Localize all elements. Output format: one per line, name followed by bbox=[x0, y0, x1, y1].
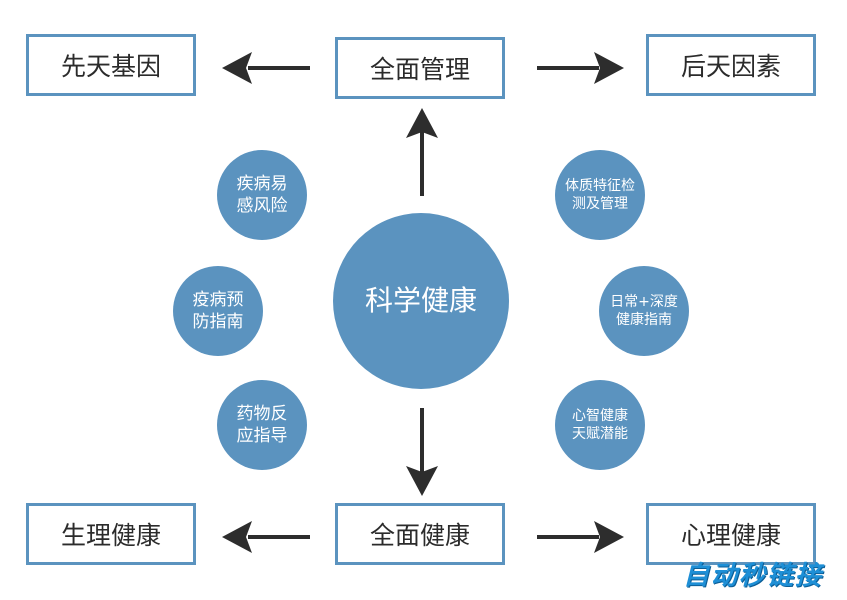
right-circle-1-line1: 体质特征检 bbox=[565, 177, 635, 194]
watermark: 自动秒链接 bbox=[682, 561, 823, 591]
box-bottom-right: 心理健康 bbox=[646, 503, 816, 565]
right-circle-2: 日常+深度 健康指南 bbox=[599, 266, 689, 356]
left-circle-2-line1: 疫病预 bbox=[192, 289, 244, 310]
right-circle-1: 体质特征检 测及管理 bbox=[555, 150, 645, 240]
box-top-right-label: 后天因素 bbox=[680, 52, 781, 81]
box-bottom-left: 生理健康 bbox=[26, 503, 196, 565]
right-circle-3-line2: 天赋潜能 bbox=[572, 426, 628, 442]
left-circle-3: 药物反 应指导 bbox=[217, 380, 307, 470]
arrow-down bbox=[406, 408, 438, 496]
box-top-left-label: 先天基因 bbox=[60, 52, 161, 81]
box-top-left: 先天基因 bbox=[26, 34, 196, 96]
box-top-middle-label: 全面管理 bbox=[369, 55, 470, 84]
left-circle-2: 疫病预 防指南 bbox=[173, 266, 263, 356]
box-top-right: 后天因素 bbox=[646, 34, 816, 96]
left-circle-1: 疾病易 感风险 bbox=[217, 150, 307, 240]
left-circle-1-line1: 疾病易 bbox=[236, 173, 288, 194]
left-circle-1-line2: 感风险 bbox=[236, 196, 288, 216]
arrow-top-right bbox=[537, 52, 624, 84]
right-circle-3-line1: 心智健康 bbox=[572, 407, 628, 424]
left-circle-3-line1: 药物反 bbox=[236, 403, 288, 424]
right-circle-3: 心智健康 天赋潜能 bbox=[555, 380, 645, 470]
box-top-middle: 全面管理 bbox=[335, 37, 505, 99]
box-bottom-right-label: 心理健康 bbox=[680, 521, 781, 550]
box-bottom-middle-label: 全面健康 bbox=[369, 521, 470, 550]
arrow-top-left bbox=[222, 52, 310, 84]
left-circle-2-line2: 防指南 bbox=[192, 312, 244, 332]
arrow-up bbox=[406, 108, 438, 196]
right-circle-2-line2: 健康指南 bbox=[615, 312, 672, 328]
center-circle: 科学健康 bbox=[333, 213, 509, 389]
left-circle-3-line2: 应指导 bbox=[236, 426, 288, 446]
box-bottom-middle: 全面健康 bbox=[335, 503, 505, 565]
box-bottom-left-label: 生理健康 bbox=[60, 521, 161, 550]
arrow-bottom-right bbox=[537, 521, 624, 553]
right-circle-2-line1: 日常+深度 bbox=[610, 293, 678, 310]
arrow-bottom-left bbox=[222, 521, 310, 553]
center-circle-label: 科学健康 bbox=[364, 283, 477, 317]
right-circle-1-line2: 测及管理 bbox=[572, 196, 628, 212]
